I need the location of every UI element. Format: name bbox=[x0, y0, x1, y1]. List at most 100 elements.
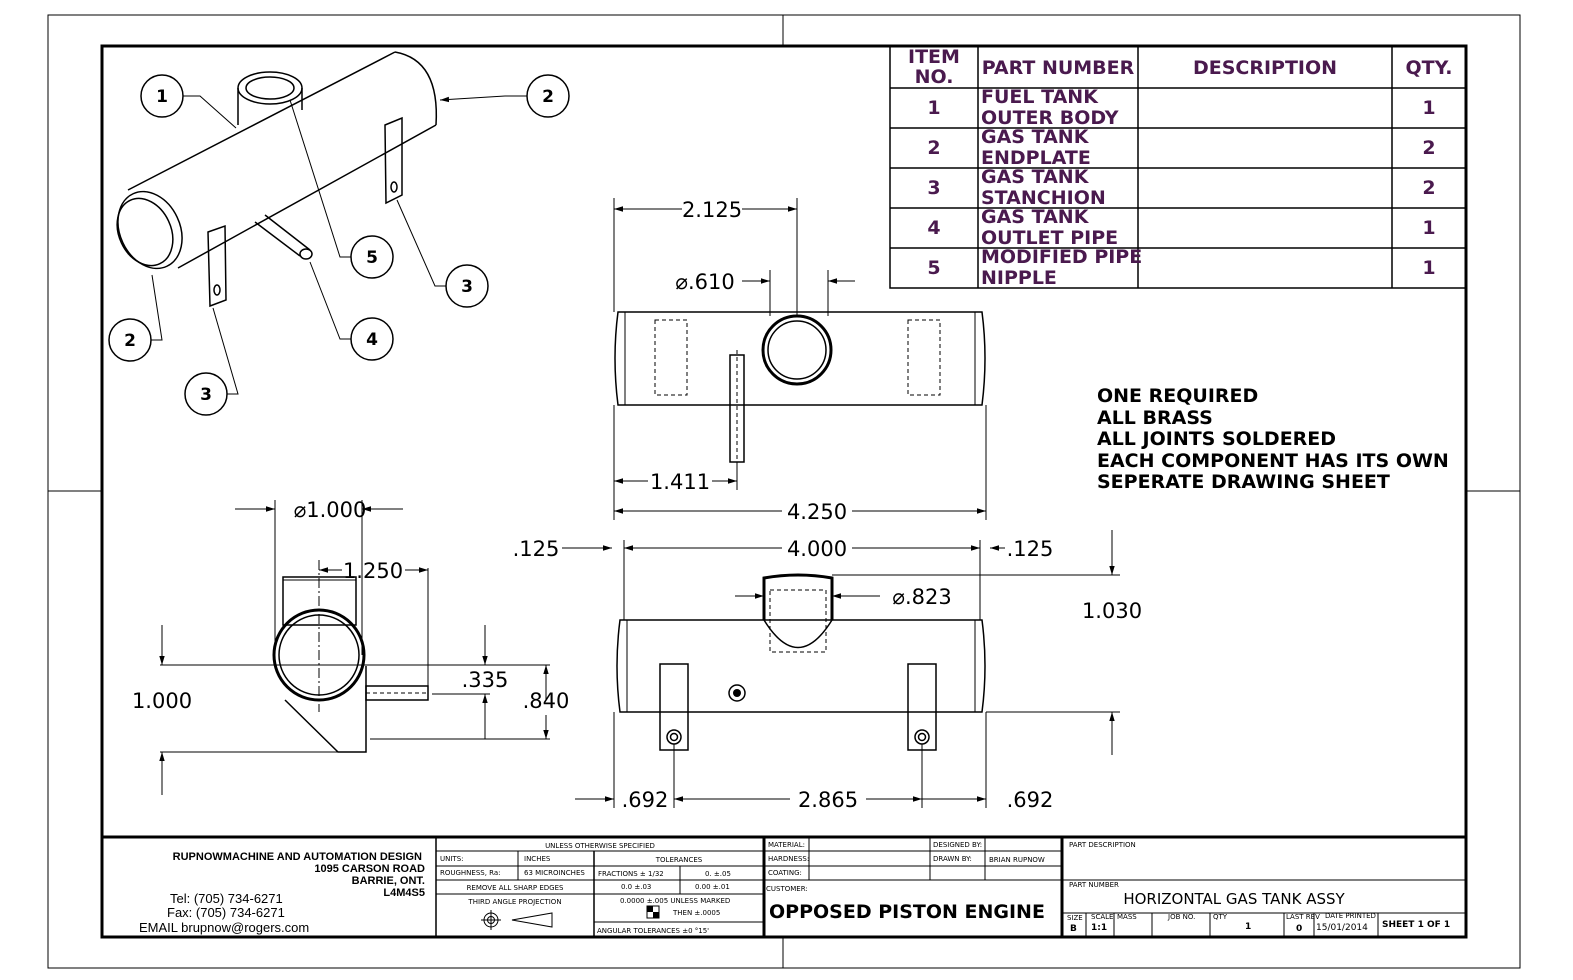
drawn-by-label: DRAWN BY: bbox=[933, 855, 972, 863]
isometric-view bbox=[116, 51, 438, 308]
bom-part: GAS TANK bbox=[981, 166, 1090, 188]
bom-row: 5 MODIFIED PIPE NIPPLE 1 bbox=[927, 246, 1435, 289]
balloon-label: 4 bbox=[366, 330, 378, 350]
balloon bbox=[350, 235, 394, 279]
tolerance-block: UNLESS OTHERWISE SPECIFIED UNITS: INCHES… bbox=[436, 842, 764, 937]
bill-of-materials-table: ITEM NO. PART NUMBER DESCRIPTION QTY. 1 … bbox=[889, 45, 1467, 289]
roughness-value: 63 MICROINCHES bbox=[524, 869, 585, 877]
dimension-1411: 1.411 bbox=[650, 470, 710, 494]
dimension-125-left: .125 bbox=[513, 537, 560, 561]
material-block: MATERIAL: HARDNESS: COATING: DESIGNED BY… bbox=[764, 837, 1062, 923]
bom-row: 2 GAS TANK ENDPLATE 2 bbox=[927, 126, 1435, 169]
balloon bbox=[140, 74, 184, 118]
front-view: .125 4.000 .125 ⌀.823 1.030 .692 2.865 .… bbox=[513, 530, 1142, 812]
angular-tolerances: ANGULAR TOLERANCES ±0 °15' bbox=[597, 927, 709, 935]
balloon-label: 2 bbox=[542, 87, 554, 107]
bom-row: 3 GAS TANK STANCHION 2 bbox=[927, 166, 1435, 209]
hardness-label: HARDNESS: bbox=[768, 855, 809, 863]
date-printed-value: 15/01/2014 bbox=[1316, 923, 1368, 933]
part-block: PART DESCRIPTION PART NUMBER HORIZONTAL … bbox=[1062, 841, 1466, 937]
address: 1095 CARSON ROAD bbox=[314, 863, 425, 875]
side-view: ⌀1.000 1.250 1.000 .335 .840 bbox=[132, 498, 569, 795]
size-value: B bbox=[1070, 924, 1077, 934]
note: SEPERATE DRAWING SHEET bbox=[1097, 471, 1390, 493]
job-number-label: JOB NO. bbox=[1167, 913, 1195, 921]
third-angle-projection-icon bbox=[481, 910, 553, 930]
tolerance-then: THEN ±.0005 bbox=[672, 909, 720, 917]
dimension-840: .840 bbox=[523, 689, 570, 713]
bom-part: STANCHION bbox=[981, 187, 1106, 209]
bom-qty: 2 bbox=[1422, 177, 1435, 199]
scale-label: SCALE bbox=[1091, 913, 1113, 921]
bom-part: ENDPLATE bbox=[981, 147, 1091, 169]
dimension-2125: 2.125 bbox=[682, 198, 742, 222]
item-balloons: 1 2 5 3 4 2 3 bbox=[108, 74, 570, 416]
coating-label: COATING: bbox=[768, 869, 802, 877]
company-info: RUPNOWMACHINE AND AUTOMATION DESIGN 1095… bbox=[139, 851, 425, 935]
unless-label: UNLESS OTHERWISE SPECIFIED bbox=[545, 842, 655, 850]
postal-code: L4M4S5 bbox=[383, 887, 425, 899]
tolerance-fractions: FRACTIONS ± 1/32 bbox=[598, 870, 664, 878]
note: ONE REQUIRED bbox=[1097, 385, 1258, 407]
bom-part: OUTER BODY bbox=[981, 107, 1119, 129]
bom-qty: 1 bbox=[1422, 257, 1435, 279]
dimension-335: .335 bbox=[462, 668, 509, 692]
top-view: 2.125 ⌀.610 1.411 4.250 bbox=[613, 198, 987, 524]
bom-item: 4 bbox=[927, 217, 940, 239]
bom-part: FUEL TANK bbox=[981, 86, 1099, 108]
drawn-by-value: BRIAN RUPNOW bbox=[989, 856, 1045, 864]
bom-qty: 1 bbox=[1422, 97, 1435, 119]
balloon bbox=[108, 318, 152, 362]
scale-value: 1:1 bbox=[1091, 923, 1107, 933]
last-rev-value: 0 bbox=[1296, 924, 1302, 934]
tolerance-one-place: 0. ±.05 bbox=[705, 870, 731, 878]
part-description-label: PART DESCRIPTION bbox=[1069, 841, 1136, 849]
mass-label: MASS bbox=[1117, 913, 1137, 921]
material-label: MATERIAL: bbox=[768, 841, 805, 849]
customer-label: CUSTOMER: bbox=[766, 885, 808, 893]
bom-part: GAS TANK bbox=[981, 126, 1090, 148]
balloon-label: 2 bbox=[124, 331, 136, 351]
balloon-label: 5 bbox=[366, 248, 378, 268]
balloon bbox=[445, 264, 489, 308]
bom-item: 2 bbox=[927, 137, 940, 159]
email: EMAIL brupnow@rogers.com bbox=[139, 920, 309, 935]
qty-value: 1 bbox=[1245, 922, 1251, 932]
part-number-value: HORIZONTAL GAS TANK ASSY bbox=[1123, 890, 1345, 908]
bom-item: 1 bbox=[927, 97, 940, 119]
tolerance-two-place: 0.0 ±.03 bbox=[621, 883, 651, 891]
dimension-4000: 4.000 bbox=[787, 537, 847, 561]
bom-header-qty: QTY. bbox=[1406, 57, 1453, 79]
sheet-border bbox=[47, 14, 1521, 969]
note: ALL BRASS bbox=[1097, 407, 1213, 429]
bom-header-item: ITEM bbox=[908, 46, 960, 68]
dimension-1250: 1.250 bbox=[343, 559, 403, 583]
general-notes: ONE REQUIRED ALL BRASS ALL JOINTS SOLDER… bbox=[1097, 385, 1449, 493]
units-label: UNITS: bbox=[440, 855, 464, 863]
bom-row: 1 FUEL TANK OUTER BODY 1 bbox=[927, 86, 1435, 129]
qty-label: QTY bbox=[1213, 913, 1228, 921]
sharp-edges-note: REMOVE ALL SHARP EDGES bbox=[467, 884, 564, 892]
roughness-label: ROUGHNESS, Ra: bbox=[440, 869, 501, 877]
dimension-2865: 2.865 bbox=[798, 788, 858, 812]
fax: Fax: (705) 734-6271 bbox=[167, 905, 285, 920]
bom-part: OUTLET PIPE bbox=[981, 227, 1118, 249]
bom-part: NIPPLE bbox=[981, 267, 1057, 289]
designed-by-label: DESIGNED BY: bbox=[933, 841, 982, 849]
balloon bbox=[350, 317, 394, 361]
bom-header-no: NO. bbox=[915, 66, 954, 88]
company-name: RUPNOWMACHINE AND AUTOMATION DESIGN bbox=[173, 851, 422, 863]
bom-qty: 1 bbox=[1422, 217, 1435, 239]
dimension-692-left: .692 bbox=[622, 788, 669, 812]
projection-label: THIRD ANGLE PROJECTION bbox=[467, 898, 561, 906]
bom-item: 5 bbox=[927, 257, 940, 279]
bom-header-description: DESCRIPTION bbox=[1193, 57, 1337, 79]
tolerance-three-place: 0.00 ±.01 bbox=[695, 883, 730, 891]
balloon bbox=[184, 372, 228, 416]
sheet-number: SHEET 1 OF 1 bbox=[1382, 920, 1450, 930]
customer-value: OPPOSED PISTON ENGINE bbox=[769, 901, 1045, 923]
bom-part: GAS TANK bbox=[981, 206, 1090, 228]
date-printed-label: DATE PRINTED bbox=[1325, 912, 1376, 920]
part-number-label: PART NUMBER bbox=[1069, 881, 1119, 889]
